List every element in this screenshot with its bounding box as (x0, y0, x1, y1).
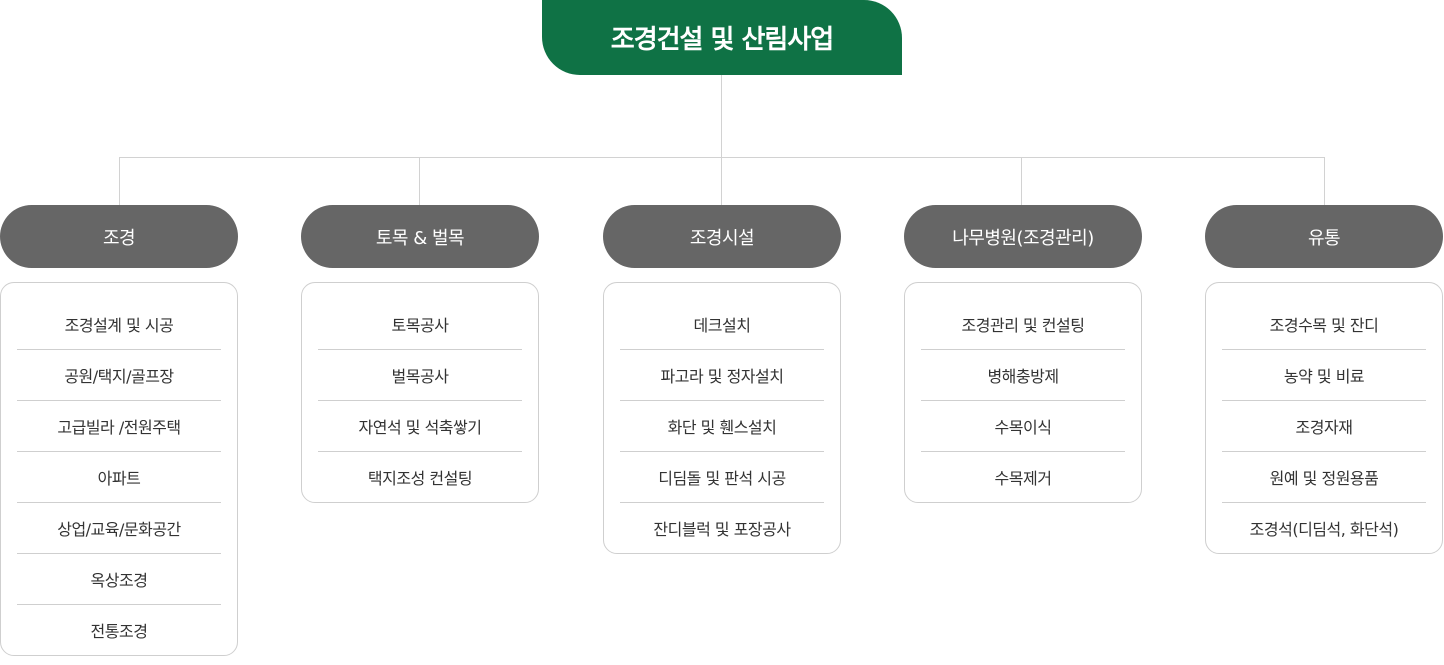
category-label: 조경 (102, 227, 136, 249)
category-tree-hospital: 나무병원(조경관리) (904, 205, 1142, 268)
list-item: 옥상조경 (17, 554, 221, 605)
connector-col-3 (1021, 157, 1022, 205)
category-label: 조경시설 (689, 227, 755, 249)
item-list-landscape-facilities: 데크설치 파고라 및 정자설치 화단 및 휀스설치 디딤돌 및 판석 시공 잔디… (603, 282, 841, 554)
list-item: 디딤돌 및 판석 시공 (620, 452, 824, 503)
connector-root-vertical (721, 75, 722, 157)
category-distribution: 유통 (1205, 205, 1443, 268)
connector-col-1 (419, 157, 420, 205)
list-item: 공원/택지/골프장 (17, 350, 221, 401)
list-item: 수목이식 (921, 401, 1125, 452)
category-label: 토목 & 벌목 (375, 227, 465, 249)
list-item: 데크설치 (620, 299, 824, 350)
category-landscape-facilities: 조경시설 (603, 205, 841, 268)
root-node: 조경건설 및 산림사업 (542, 0, 902, 75)
list-item: 조경관리 및 컨설팅 (921, 299, 1125, 350)
list-item: 상업/교육/문화공간 (17, 503, 221, 554)
list-item: 아파트 (17, 452, 221, 503)
list-item: 파고라 및 정자설치 (620, 350, 824, 401)
list-item: 토목공사 (318, 299, 522, 350)
item-list-tree-hospital: 조경관리 및 컨설팅 병해충방제 수목이식 수목제거 (904, 282, 1142, 503)
category-label: 유통 (1307, 227, 1341, 249)
item-list-civil-logging: 토목공사 벌목공사 자연석 및 석축쌓기 택지조성 컨설팅 (301, 282, 539, 503)
connector-col-2 (721, 157, 722, 205)
list-item: 농약 및 비료 (1222, 350, 1426, 401)
list-item: 화단 및 휀스설치 (620, 401, 824, 452)
category-landscape: 조경 (0, 205, 238, 268)
list-item: 벌목공사 (318, 350, 522, 401)
list-item: 조경석(디딤석, 화단석) (1249, 520, 1399, 539)
connector-col-4 (1324, 157, 1325, 205)
list-item: 조경수목 및 잔디 (1222, 299, 1426, 350)
list-item: 병해충방제 (921, 350, 1125, 401)
list-item: 택지조성 컨설팅 (367, 469, 473, 488)
list-item: 수목제거 (994, 469, 1052, 488)
list-item: 조경설계 및 시공 (17, 299, 221, 350)
list-item: 원예 및 정원용품 (1222, 452, 1426, 503)
list-item: 잔디블럭 및 포장공사 (653, 520, 791, 539)
category-civil-logging: 토목 & 벌목 (301, 205, 539, 268)
list-item: 자연석 및 석축쌓기 (318, 401, 522, 452)
list-item: 고급빌라 /전원주택 (17, 401, 221, 452)
connector-horizontal (119, 157, 1325, 158)
category-label: 나무병원(조경관리) (952, 227, 1094, 249)
list-item: 조경자재 (1222, 401, 1426, 452)
item-list-landscape: 조경설계 및 시공 공원/택지/골프장 고급빌라 /전원주택 아파트 상업/교육… (0, 282, 238, 656)
item-list-distribution: 조경수목 및 잔디 농약 및 비료 조경자재 원예 및 정원용품 조경석(디딤석… (1205, 282, 1443, 554)
connector-col-0 (119, 157, 120, 205)
list-item: 전통조경 (90, 622, 148, 641)
root-title: 조경건설 및 산림사업 (610, 25, 834, 55)
